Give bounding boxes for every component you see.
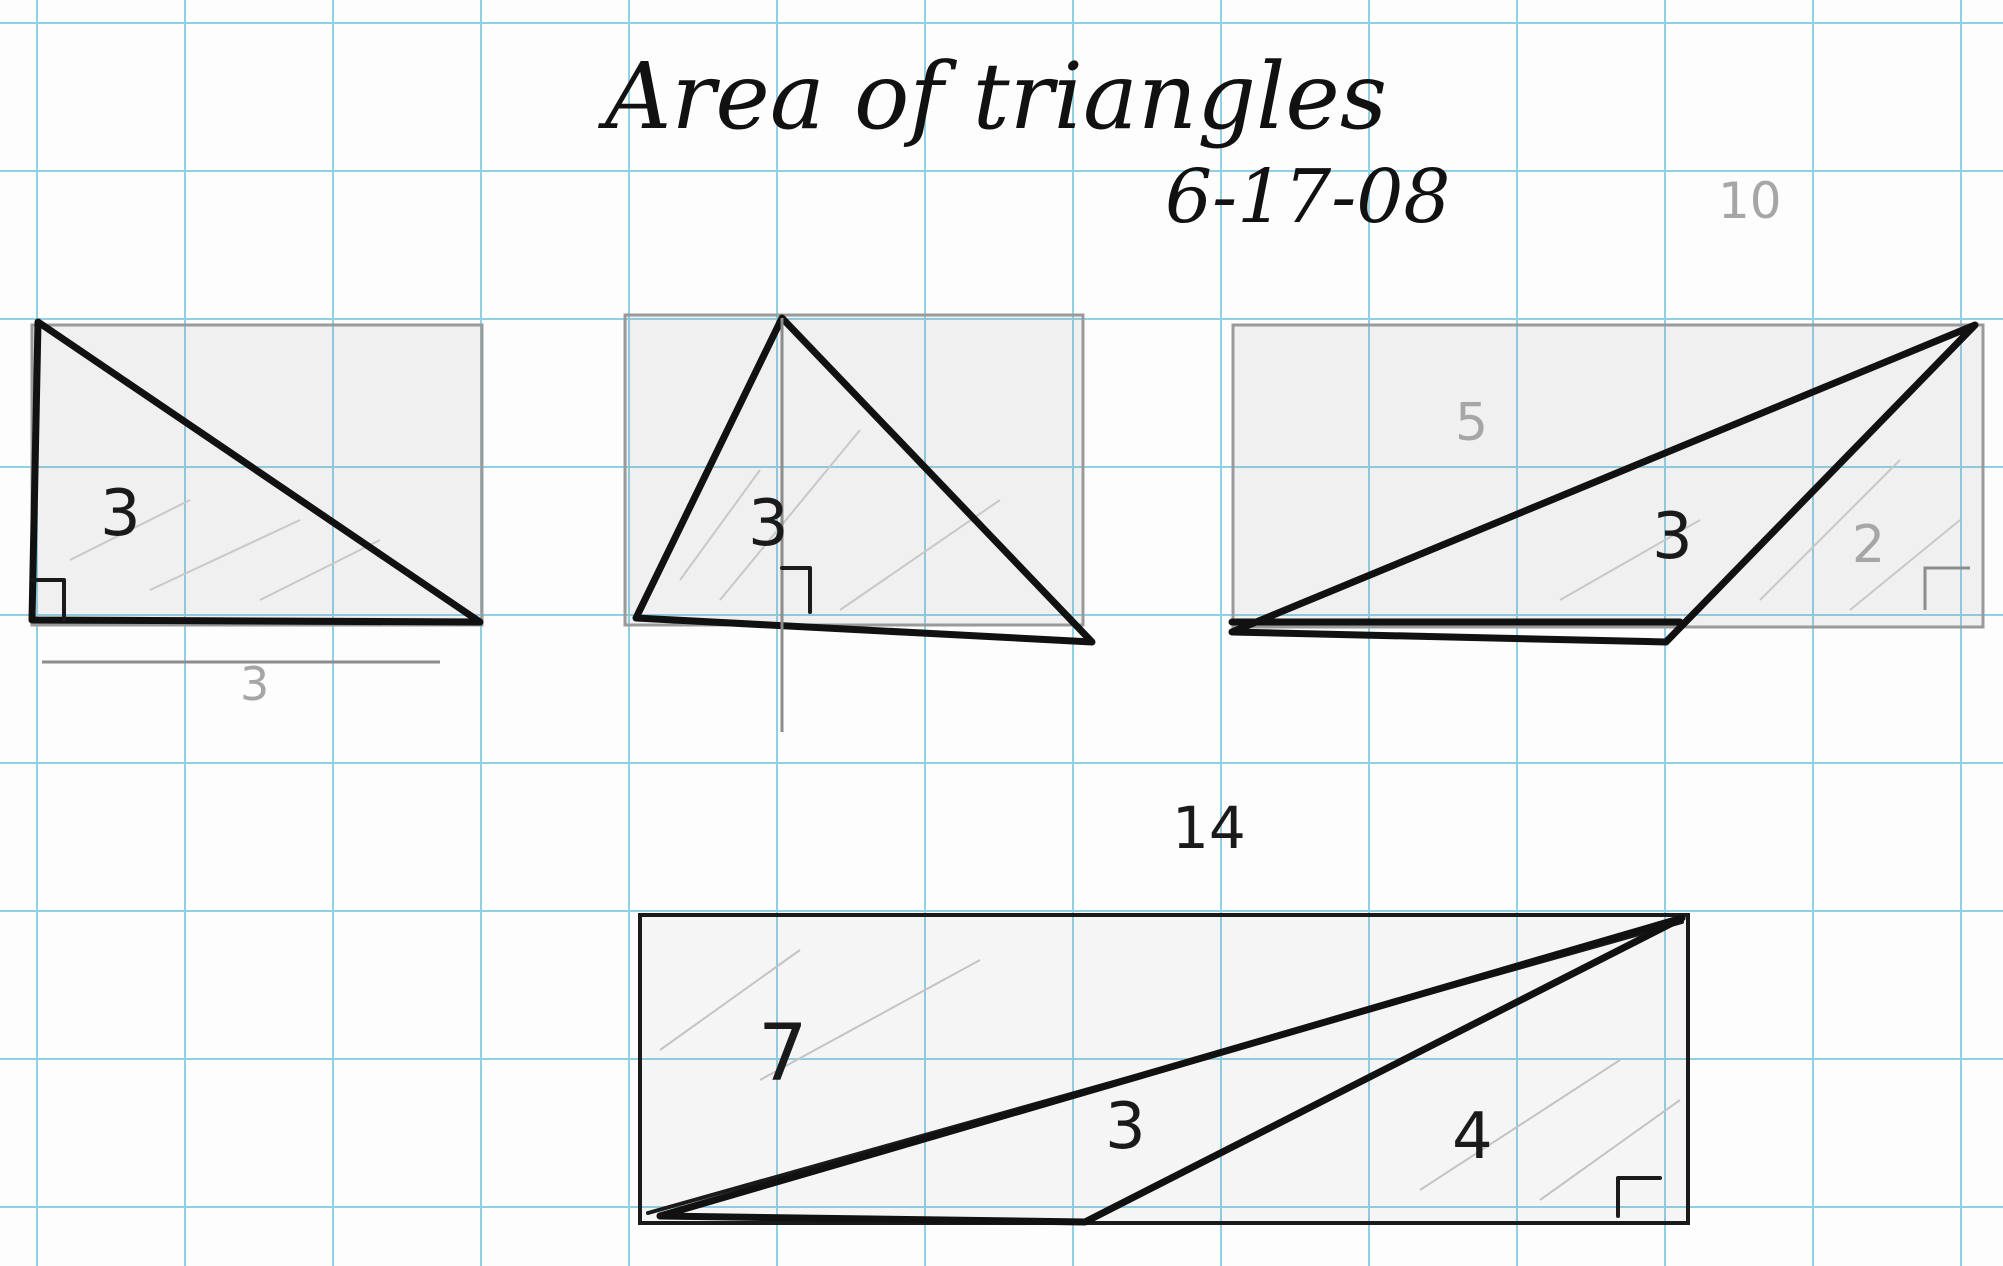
fig4-left-label: 7	[758, 1009, 808, 1099]
fig1-triangle	[28, 318, 484, 626]
fig3-right-angle-mark	[1923, 566, 1970, 610]
fig3-triangle	[1228, 321, 1979, 646]
figure-acute-triangle: 3	[623, 313, 1096, 732]
fig2-right-angle-mark	[780, 566, 812, 614]
fig3-width-label: 5	[1455, 393, 1488, 453]
fig4-middle-label: 3	[1105, 1090, 1146, 1164]
fig4-right-label: 4	[1452, 1100, 1493, 1174]
fig3-right-label: 2	[1852, 515, 1885, 575]
date-note: 6-17-08	[1165, 154, 1450, 240]
fig3-middle-label: 3	[1652, 500, 1693, 574]
page-title: Area of triangles	[597, 43, 1387, 150]
fig3-corner-label: 10	[1718, 172, 1782, 230]
fig2-height-label: 3	[748, 487, 789, 561]
fig2-triangle	[632, 314, 1096, 646]
fig1-height-label: 3	[100, 477, 141, 551]
fig2-bounding-box	[623, 313, 1085, 627]
figure-rectangle-triangle: 14 7 3 4	[638, 794, 1690, 1226]
fig4-shading	[659, 949, 1681, 1201]
fig4-triangle	[656, 914, 1686, 1226]
fig1-right-angle-mark	[30, 578, 66, 622]
fig1-shading	[69, 499, 381, 601]
fig4-top-label: 14	[1172, 794, 1246, 862]
figure-obtuse-triangle: 5 3 2 10	[1228, 172, 1985, 646]
figure-right-triangle: 3 3	[28, 318, 484, 711]
fig4-right-angle-mark	[1616, 1176, 1662, 1218]
fig3-shading	[1559, 459, 1961, 611]
fig1-base-label: 3	[240, 657, 269, 711]
